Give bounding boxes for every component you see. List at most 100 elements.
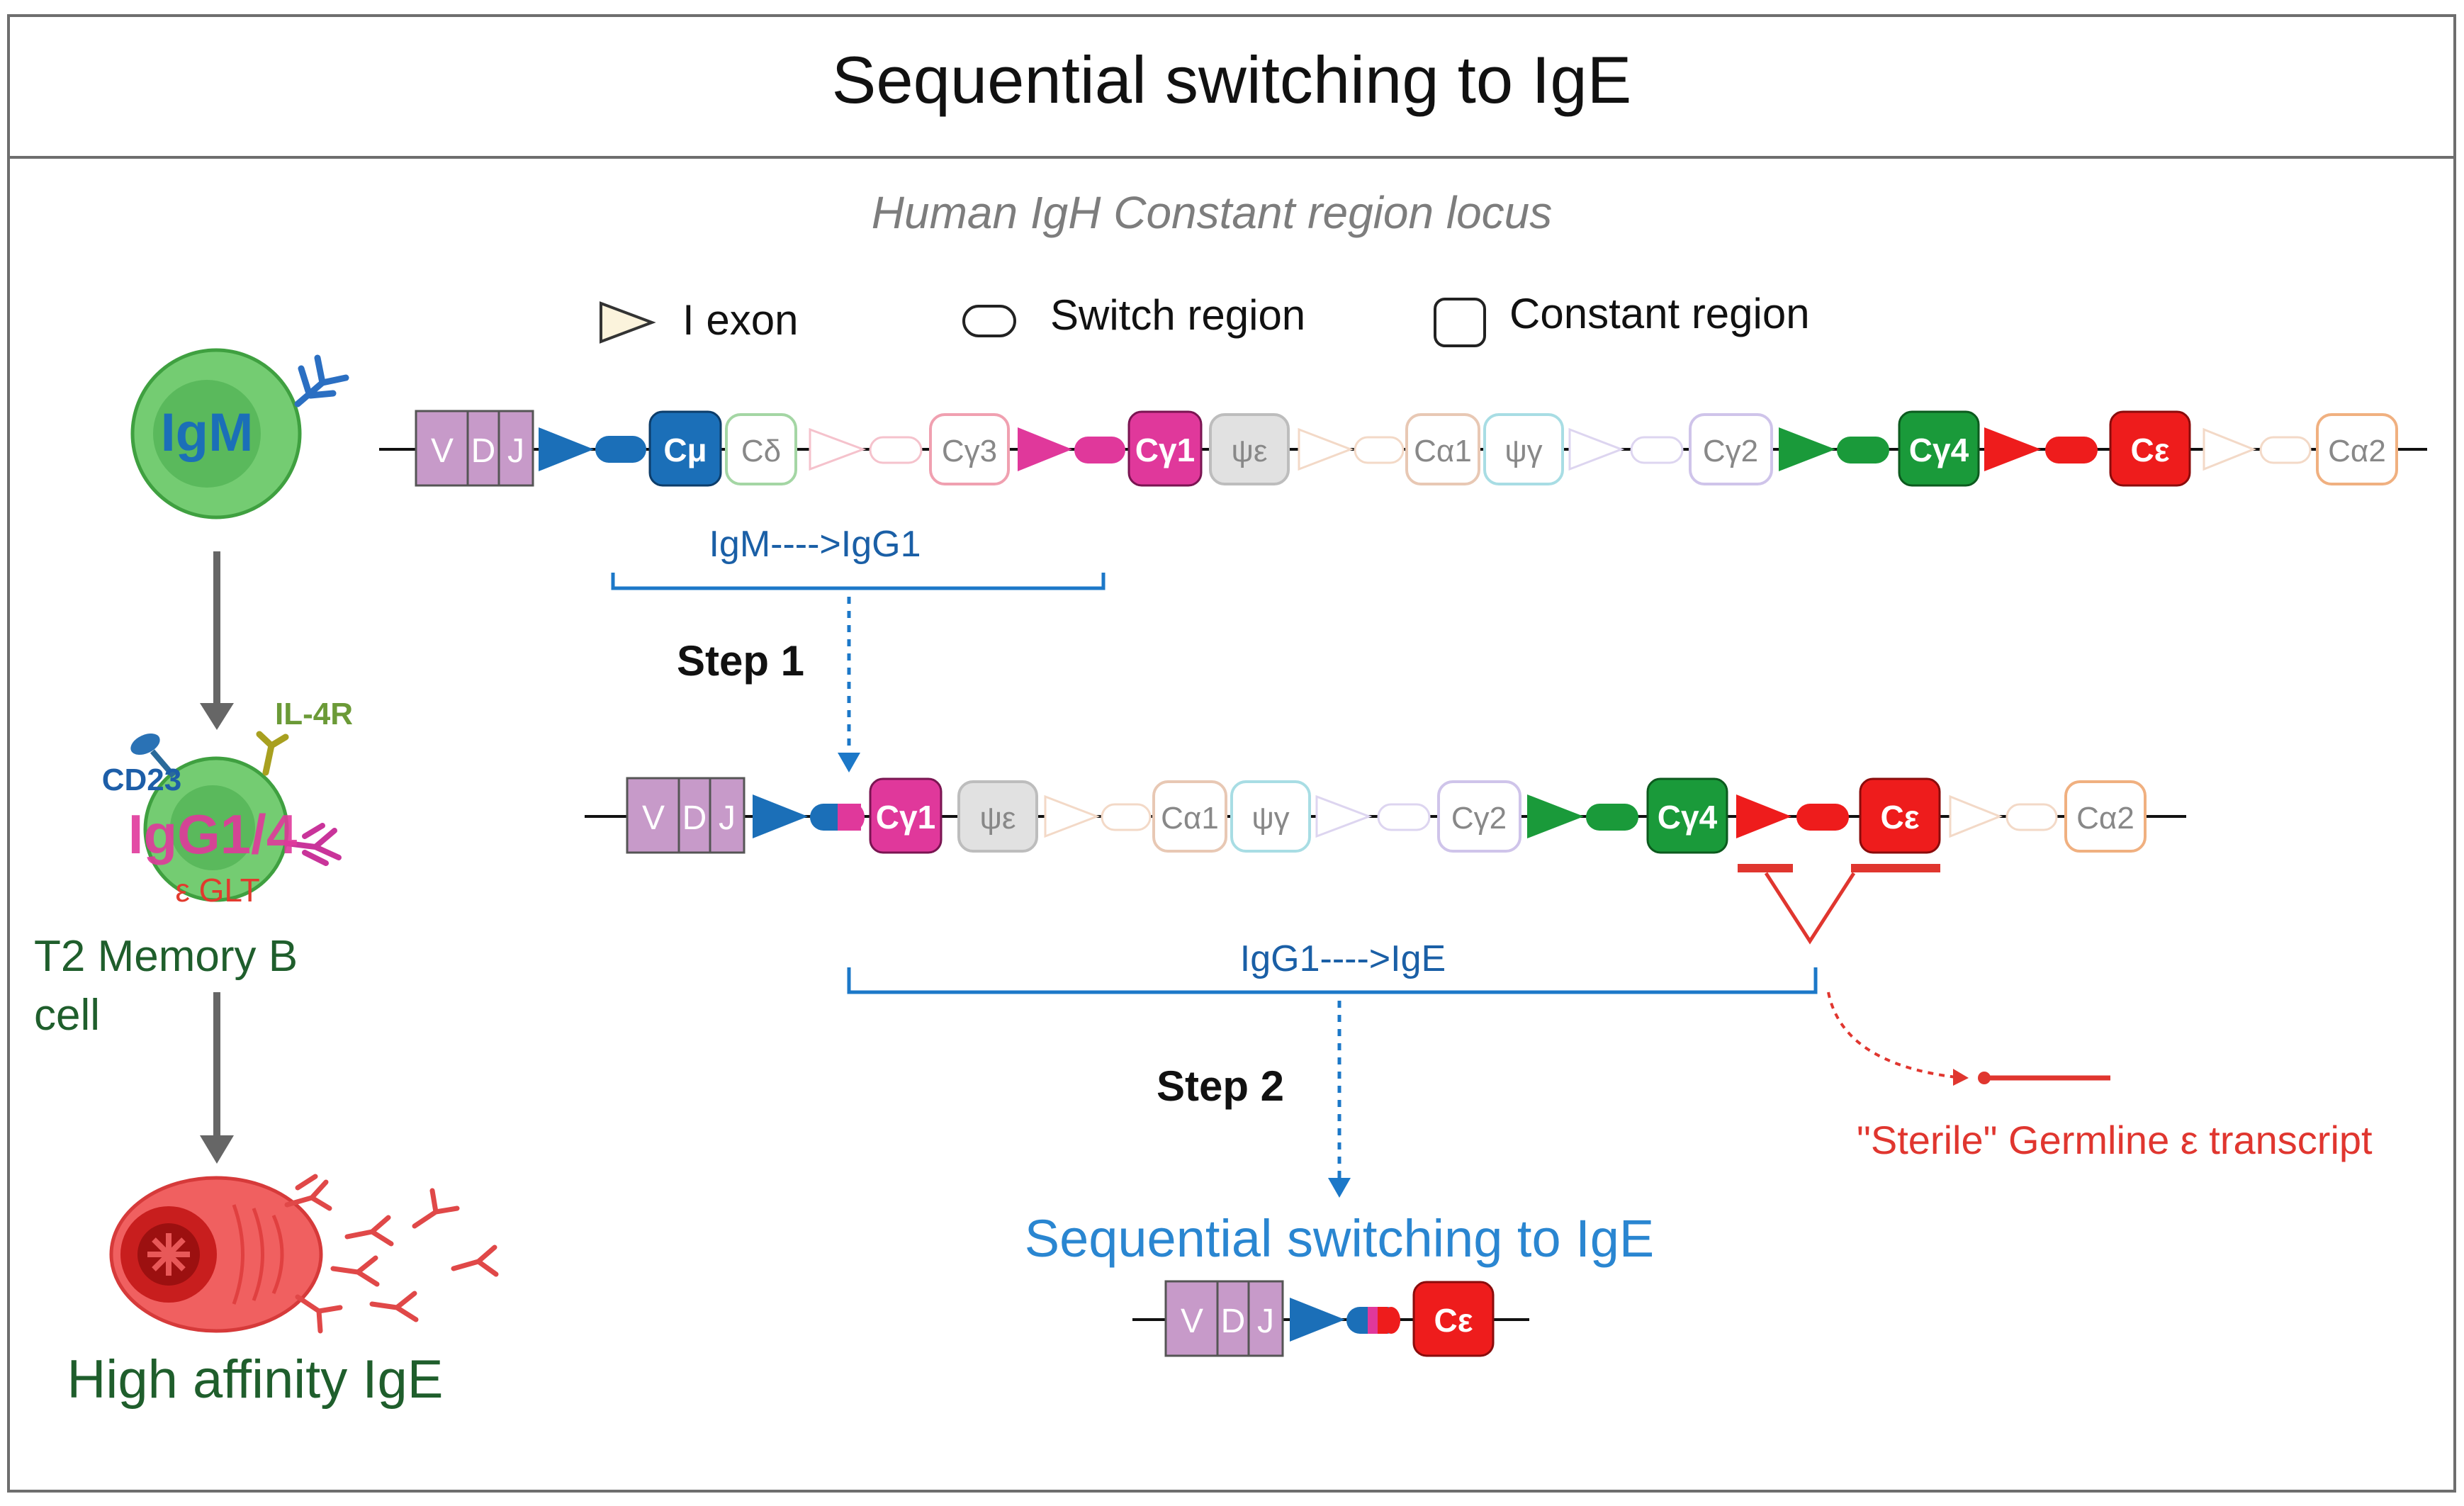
gene-psie-label: ψε xyxy=(1232,434,1268,468)
i-exon-a2 xyxy=(2203,427,2257,471)
switch-a1 xyxy=(1354,436,1405,464)
i-exon-a1-2 xyxy=(1044,794,1101,838)
i-exon-g4-2 xyxy=(1527,794,1584,838)
switch-e-2 xyxy=(1796,804,1849,831)
gene-cg4-2-label: Cγ4 xyxy=(1658,799,1718,836)
secreted-ige-antibodies-icon xyxy=(284,1174,499,1334)
i-exon-mu-2 xyxy=(753,794,808,838)
gene-ce-2 xyxy=(1859,777,1941,854)
switch-g2-2 xyxy=(1377,803,1431,831)
gene-cg4 xyxy=(1898,410,1980,487)
bracket-2-label: IgG1---->IgE xyxy=(1240,938,1446,979)
legend-switch-region-label: Switch region xyxy=(1050,291,1305,339)
vdj-block-2 xyxy=(626,777,746,854)
vdj-final-d-label: D xyxy=(1221,1303,1246,1340)
i-exon-e-2 xyxy=(1736,794,1791,838)
gene-ca2-label: Cα2 xyxy=(2328,434,2386,468)
vdj-j-label: J xyxy=(507,432,524,470)
vdj-block xyxy=(415,410,534,487)
gene-row-2: V D J Cγ1 ψε Cα1 ψγ Cγ2 Cγ4 Cε Cα2 xyxy=(585,777,2186,854)
constant-region-legend-icon xyxy=(1434,298,1486,347)
vdj-2-j-label: J xyxy=(719,799,736,837)
i-exon-e xyxy=(1984,427,2041,471)
step-2-label: Step 2 xyxy=(1157,1062,1284,1110)
gene-cg2-label: Cγ2 xyxy=(1703,434,1758,468)
gene-cg1 xyxy=(1127,410,1203,487)
switch-a2-2 xyxy=(2005,803,2058,831)
vdj-final-v-label: V xyxy=(1181,1303,1203,1340)
gene-ca1-2 xyxy=(1152,780,1227,853)
gene-ca1 xyxy=(1405,413,1480,485)
gene-ca2 xyxy=(2316,413,2398,485)
gene-cdelta-label: Cδ xyxy=(741,434,781,468)
gene-ca2-2 xyxy=(2064,780,2147,853)
switch-g1 xyxy=(1074,437,1125,463)
switch-g2 xyxy=(1630,436,1684,464)
gene-ca1-label: Cα1 xyxy=(1414,434,1472,468)
gene-ca2-2-label: Cα2 xyxy=(2076,801,2134,836)
germline-transcript-arrow xyxy=(1827,991,2110,1086)
switch-a1-2 xyxy=(1101,803,1152,831)
vdj-v-label: V xyxy=(431,432,454,470)
igm-cell-label: IgM xyxy=(161,403,254,463)
plasma-cell xyxy=(109,1176,323,1333)
step-1-label: Step 1 xyxy=(677,637,804,685)
il4r-label: IL-4R xyxy=(275,697,353,731)
bracket-1-label: IgM---->IgG1 xyxy=(709,524,921,565)
vdj-block-final xyxy=(1164,1280,1284,1357)
gene-ce-2-label: Cε xyxy=(1880,799,1919,836)
switch-mu xyxy=(595,436,646,463)
i-exon-g4 xyxy=(1779,427,1835,471)
final-label: Sequential switching to IgE xyxy=(1025,1209,1655,1268)
vdj-2-v-label: V xyxy=(642,799,665,837)
switch-g3 xyxy=(869,436,923,464)
cell-arrow-1-head xyxy=(200,703,234,730)
legend-constant-region-label: Constant region xyxy=(1509,290,1810,337)
outer-frame xyxy=(7,14,2456,1493)
i-exon-legend-icon xyxy=(600,301,656,344)
gene-cg1-label: Cγ1 xyxy=(1135,432,1195,468)
transcript-label: "Sterile" Germline ε transcript xyxy=(1857,1118,2373,1162)
gene-psig-2-label: ψγ xyxy=(1251,801,1289,836)
switch-g4-2 xyxy=(1586,804,1638,831)
plasma-cell-label: High affinity IgE xyxy=(67,1349,444,1410)
memory-cell-isotype-label: IgG1/4 xyxy=(128,803,297,865)
gene-cg3-label: Cγ3 xyxy=(942,434,997,468)
gene-ce-final-label: Cε xyxy=(1434,1302,1473,1339)
gene-ce-final xyxy=(1412,1281,1495,1357)
i-exon-mu xyxy=(539,427,594,471)
vdj-d-label: D xyxy=(471,432,496,470)
i-exon-g2 xyxy=(1568,427,1625,471)
memory-cell-glt-label: ε GLT xyxy=(175,872,259,909)
bracket-1 xyxy=(611,573,1106,772)
igg-antibody-icon xyxy=(284,823,342,866)
igm-antibody-icon xyxy=(294,354,349,408)
i-exon-g2-2 xyxy=(1315,794,1373,838)
bracket-2 xyxy=(847,967,1818,1198)
gene-psig-label: ψγ xyxy=(1504,434,1542,468)
gene-psie xyxy=(1209,413,1290,485)
igm-b-cell: IgM xyxy=(130,348,349,519)
cell-arrow-2-head xyxy=(200,1135,234,1164)
gene-ce xyxy=(2109,410,2191,487)
memory-cell-name-line1: T2 Memory B xyxy=(34,932,298,981)
gene-cg4-label: Cγ4 xyxy=(1909,432,1969,468)
page-title: Sequential switching to IgE xyxy=(832,43,1632,117)
i-exon-g3 xyxy=(809,427,867,471)
vdj-final-j-label: J xyxy=(1257,1303,1274,1340)
gene-cg1-2-label: Cγ1 xyxy=(876,799,935,836)
i-exon-a2-2 xyxy=(1949,794,2003,838)
gene-cmu xyxy=(648,410,722,487)
gene-psie-2 xyxy=(957,780,1038,853)
memory-b-cell xyxy=(130,731,342,902)
switch-g4 xyxy=(1837,437,1889,463)
gene-cg1-2 xyxy=(869,777,943,854)
gene-cg3 xyxy=(929,413,1010,485)
gene-ca1-2-label: Cα1 xyxy=(1161,801,1219,836)
i-exon-g1 xyxy=(1018,427,1072,471)
gene-row-1: V D J Cμ Cδ Cγ3 Cγ1 ψε Cα1 ψγ xyxy=(379,410,2427,487)
vdj-2-d-label: D xyxy=(682,799,707,837)
cd23-receptor-icon xyxy=(130,733,160,755)
gene-psig xyxy=(1483,413,1564,485)
